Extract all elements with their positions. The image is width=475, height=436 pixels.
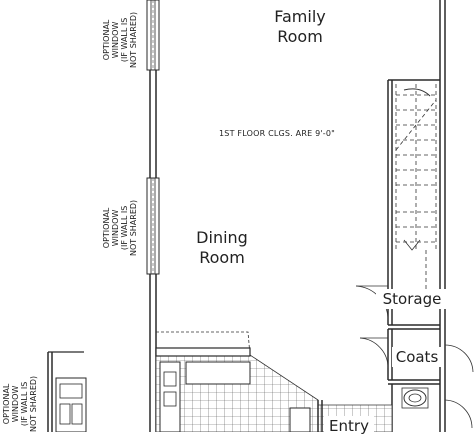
ceiling-height-note: 1ST FLOOR CLGS. ARE 9'-0" — [219, 129, 336, 138]
entry-wall — [317, 400, 323, 432]
window-note-left-line-4: NOT SHARED) — [29, 375, 38, 432]
window-note-top-line-2: WINDOW — [111, 21, 120, 59]
adjacent-unit — [47, 351, 87, 432]
window-note-left-line-2: WINDOW — [11, 385, 20, 423]
stair — [387, 79, 440, 300]
window-note-mid-line-4: NOT SHARED) — [129, 199, 138, 256]
window-note-left: OPTIONAL WINDOW (IF WALL IS NOT SHARED) — [2, 376, 38, 432]
right-wall — [439, 0, 446, 432]
dining-room-label: Dining Room — [184, 228, 260, 268]
dining-room-line-2: Room — [199, 248, 245, 267]
family-room-line-1: Family — [274, 7, 326, 26]
storage-closet — [355, 285, 440, 330]
window-note-left-line-1: OPTIONAL — [2, 383, 11, 425]
window-note-mid-line-3: (IF WALL IS — [120, 205, 129, 251]
window-note-mid-line-1: OPTIONAL — [102, 207, 111, 249]
window-note-top-line-3: (IF WALL IS — [120, 17, 129, 63]
window-note-left-line-3: (IF WALL IS — [20, 381, 29, 427]
left-exterior-wall — [146, 0, 160, 432]
window-note-top-line-1: OPTIONAL — [102, 19, 111, 61]
window-note-mid-line-2: WINDOW — [111, 209, 120, 247]
storage-label: Storage — [376, 289, 448, 309]
window-note-top-line-4: NOT SHARED) — [129, 11, 138, 68]
powder-room — [391, 384, 473, 432]
counter — [155, 331, 311, 432]
entry-label: Entry — [324, 416, 374, 436]
coats-label: Coats — [392, 347, 442, 367]
dining-room-line-1: Dining — [196, 228, 248, 247]
family-room-label: Family Room — [262, 7, 338, 47]
window-note-top: OPTIONAL WINDOW (IF WALL IS NOT SHARED) — [102, 12, 138, 68]
window-note-mid: OPTIONAL WINDOW (IF WALL IS NOT SHARED) — [102, 200, 138, 256]
family-room-line-2: Room — [277, 27, 323, 46]
